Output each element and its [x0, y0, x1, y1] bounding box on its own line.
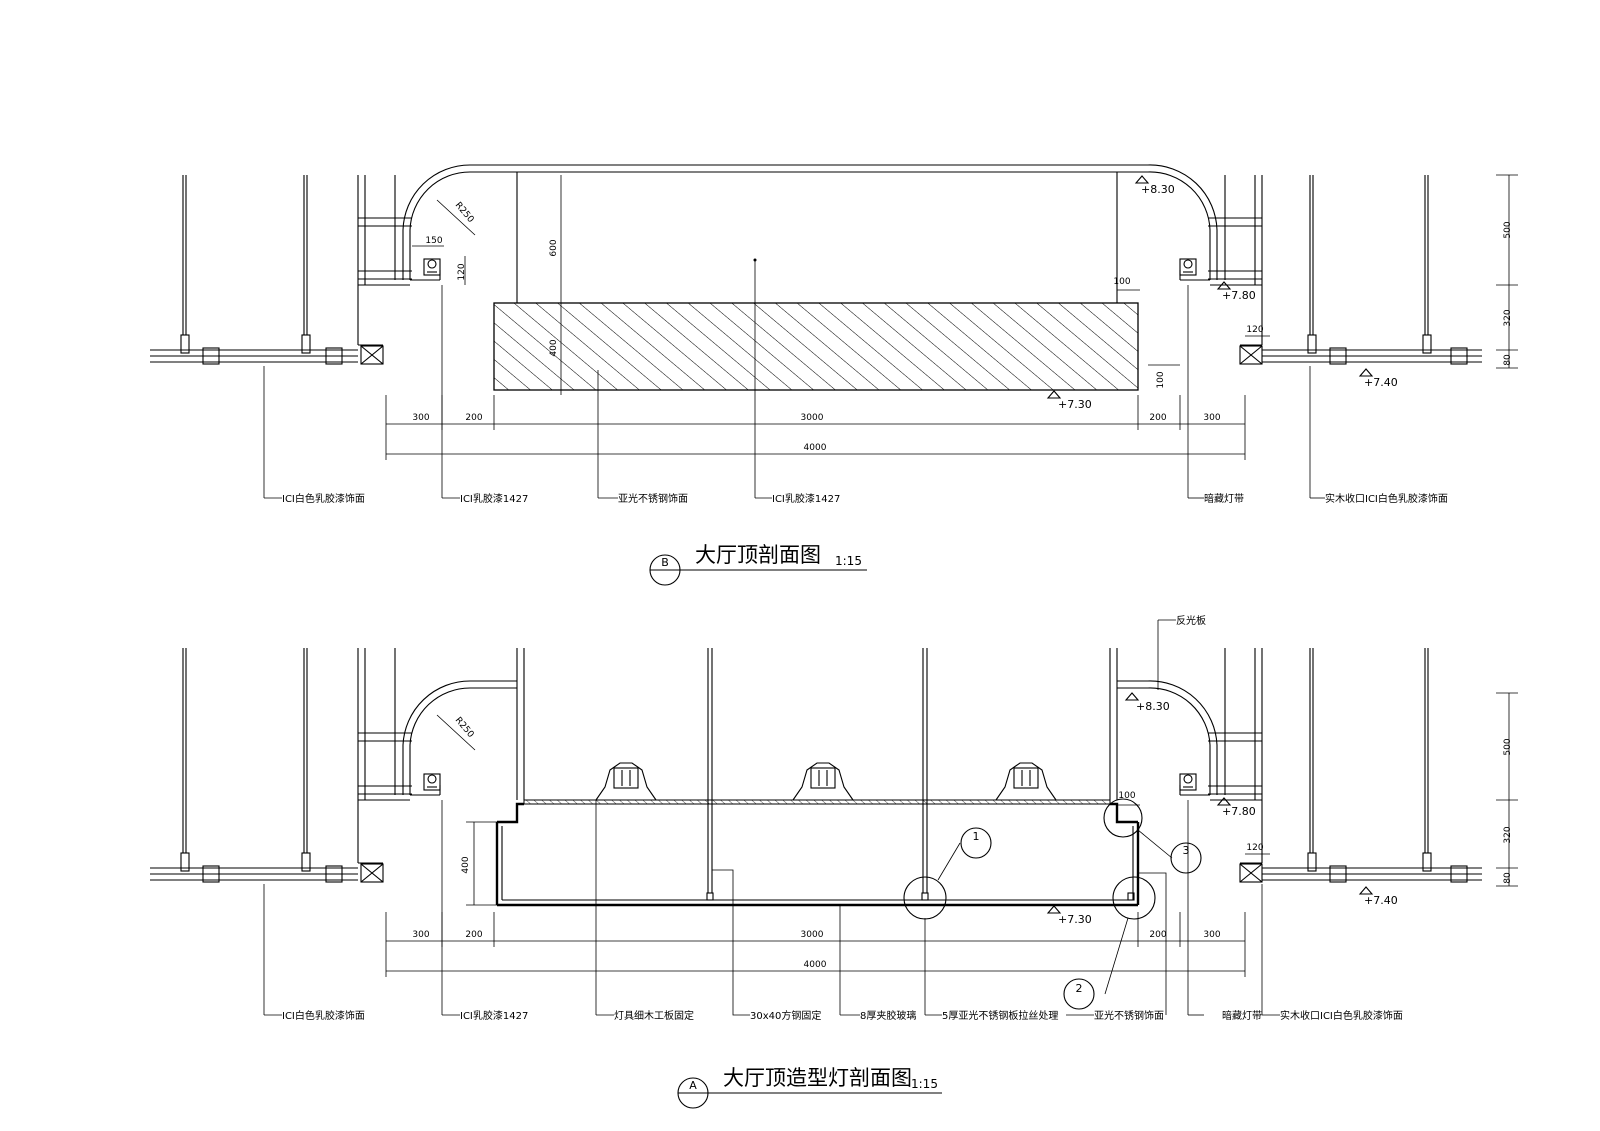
svg-text:2: 2	[1076, 982, 1083, 995]
light-fixture-right-a	[1179, 773, 1197, 791]
dim-radius-b: R250	[453, 201, 476, 226]
reflector-label-a: 反光板	[1157, 614, 1206, 690]
dim-120-left-b: 120	[457, 263, 467, 280]
dim-120-right-a: 120	[1246, 843, 1263, 853]
detail-circle-2: 2	[1063, 876, 1156, 1010]
svg-text:实木收口ICI白色乳胶漆饰面: 实木收口ICI白色乳胶漆饰面	[1325, 492, 1448, 505]
labels-a: ICI白色乳胶漆饰面 ICI乳胶漆1427 灯具细木工板固定 30x40方钢固定…	[263, 800, 1403, 1022]
svg-text:30x40方钢固定: 30x40方钢固定	[750, 1009, 821, 1022]
svg-text:亚光不锈钢饰面: 亚光不锈钢饰面	[1094, 1009, 1164, 1022]
svg-text:+7.80: +7.80	[1222, 289, 1256, 302]
svg-text:暗藏灯带: 暗藏灯带	[1204, 492, 1244, 505]
soffit-outline-b	[409, 171, 1211, 280]
svg-text:+7.40: +7.40	[1364, 376, 1398, 389]
level-right-low-b: +7.40	[1358, 368, 1398, 389]
dims-right-a: 500 320 80	[1496, 692, 1518, 887]
svg-text:A: A	[689, 1079, 697, 1092]
svg-text:300: 300	[412, 930, 429, 940]
level-top-a: +8.30	[1124, 692, 1170, 713]
svg-text:+8.30: +8.30	[1141, 183, 1175, 196]
svg-text:200: 200	[1149, 413, 1166, 423]
section-b: 600 400 100 100 R250 150 120 120 +8.30 +…	[150, 164, 1518, 586]
svg-text:80: 80	[1503, 872, 1513, 884]
svg-text:500: 500	[1503, 738, 1513, 755]
dim-400-a: 400	[461, 856, 471, 873]
dim-400-b: 400	[549, 339, 559, 356]
svg-text:1: 1	[973, 830, 980, 843]
luminaire-1	[595, 762, 657, 801]
svg-text:ICI白色乳胶漆饰面: ICI白色乳胶漆饰面	[282, 492, 365, 505]
svg-text:3000: 3000	[801, 413, 824, 423]
svg-text:200: 200	[1149, 930, 1166, 940]
svg-text:+7.30: +7.30	[1058, 913, 1092, 926]
svg-text:+8.30: +8.30	[1136, 700, 1170, 713]
level-top-b: +8.30	[1134, 175, 1175, 196]
svg-text:亚光不锈钢饰面: 亚光不锈钢饰面	[618, 492, 688, 505]
svg-text:4000: 4000	[804, 960, 827, 970]
level-box-bottom-b: +7.30	[1046, 390, 1092, 411]
svg-text:8厚夹胶玻璃: 8厚夹胶玻璃	[860, 1009, 916, 1022]
right-ceiling-b	[1208, 175, 1482, 365]
svg-text:320: 320	[1503, 826, 1513, 843]
svg-text:B: B	[661, 556, 669, 569]
light-fixture-left-a	[423, 773, 441, 791]
svg-text:3: 3	[1183, 844, 1190, 857]
dim-600-b: 600	[549, 239, 559, 256]
svg-text:500: 500	[1503, 221, 1513, 238]
svg-text:暗藏灯带: 暗藏灯带	[1222, 1009, 1262, 1022]
svg-text:80: 80	[1503, 354, 1513, 366]
title-a: 大厅顶造型灯剖面图	[723, 1066, 912, 1090]
svg-text:实木收口ICI白色乳胶漆饰面: 实木收口ICI白色乳胶漆饰面	[1280, 1009, 1403, 1022]
luminaire-3	[995, 762, 1057, 801]
svg-text:ICI乳胶漆1427: ICI乳胶漆1427	[772, 492, 840, 505]
dims-bottom-a: 300 200 3000 200 300 4000	[385, 912, 1246, 977]
luminaire-2	[792, 762, 854, 801]
svg-text:+7.40: +7.40	[1364, 894, 1398, 907]
svg-text:200: 200	[465, 413, 482, 423]
dims-bottom-b: 300 200 3000 200 300 4000	[385, 395, 1246, 460]
right-ceiling-a	[1208, 648, 1482, 883]
title-block-a: A 大厅顶造型灯剖面图 1:15	[677, 1066, 942, 1109]
detail-circle-3: 3	[1103, 798, 1202, 874]
dims-right-b: 500 320 80	[1496, 174, 1518, 369]
svg-text:3000: 3000	[801, 930, 824, 940]
svg-text:300: 300	[1203, 930, 1220, 940]
dim-100-top-b: 100	[1113, 277, 1130, 287]
level-mid-a: +7.80	[1216, 797, 1256, 818]
section-a: 1 2 3 反光板 400 100 R250 120	[150, 614, 1518, 1109]
dim-radius-a: R250	[453, 716, 476, 741]
svg-text:5厚亚光不锈钢板拉丝处理: 5厚亚光不锈钢板拉丝处理	[942, 1009, 1058, 1022]
dim-100-side-b: 100	[1156, 371, 1166, 388]
left-ceiling-b	[150, 175, 412, 365]
level-right-low-a: +7.40	[1358, 886, 1398, 907]
left-ceiling-a	[150, 648, 412, 883]
svg-text:200: 200	[465, 930, 482, 940]
title-b: 大厅顶剖面图	[695, 543, 821, 567]
scale-a: 1:15	[911, 1077, 938, 1091]
svg-text:300: 300	[412, 413, 429, 423]
dim-120-right-b: 120	[1246, 325, 1263, 335]
stainless-box-b	[493, 302, 1139, 391]
svg-text:+7.30: +7.30	[1058, 398, 1092, 411]
dim-150-b: 150	[425, 236, 442, 246]
svg-text:反光板: 反光板	[1176, 614, 1206, 627]
svg-text:4000: 4000	[804, 443, 827, 453]
svg-text:320: 320	[1503, 309, 1513, 326]
light-box-a	[495, 648, 1140, 907]
svg-text:ICI乳胶漆1427: ICI乳胶漆1427	[460, 1009, 528, 1022]
svg-text:ICI乳胶漆1427: ICI乳胶漆1427	[460, 492, 528, 505]
title-block-b: B 大厅顶剖面图 1:15	[649, 543, 867, 586]
level-box-bottom-a: +7.30	[1046, 905, 1092, 926]
labels-b: ICI白色乳胶漆饰面 ICI乳胶漆1427 亚光不锈钢饰面 ICI乳胶漆1427…	[263, 285, 1448, 505]
level-mid-b: +7.80	[1216, 281, 1256, 302]
light-fixture-right-b	[1179, 258, 1197, 276]
svg-text:+7.80: +7.80	[1222, 805, 1256, 818]
scale-b: 1:15	[835, 554, 862, 568]
svg-text:300: 300	[1203, 413, 1220, 423]
svg-text:ICI白色乳胶漆饰面: ICI白色乳胶漆饰面	[282, 1009, 365, 1022]
dim-100-a: 100	[1118, 791, 1135, 801]
light-fixture-left-b	[423, 258, 441, 276]
svg-text:灯具细木工板固定: 灯具细木工板固定	[614, 1009, 694, 1022]
